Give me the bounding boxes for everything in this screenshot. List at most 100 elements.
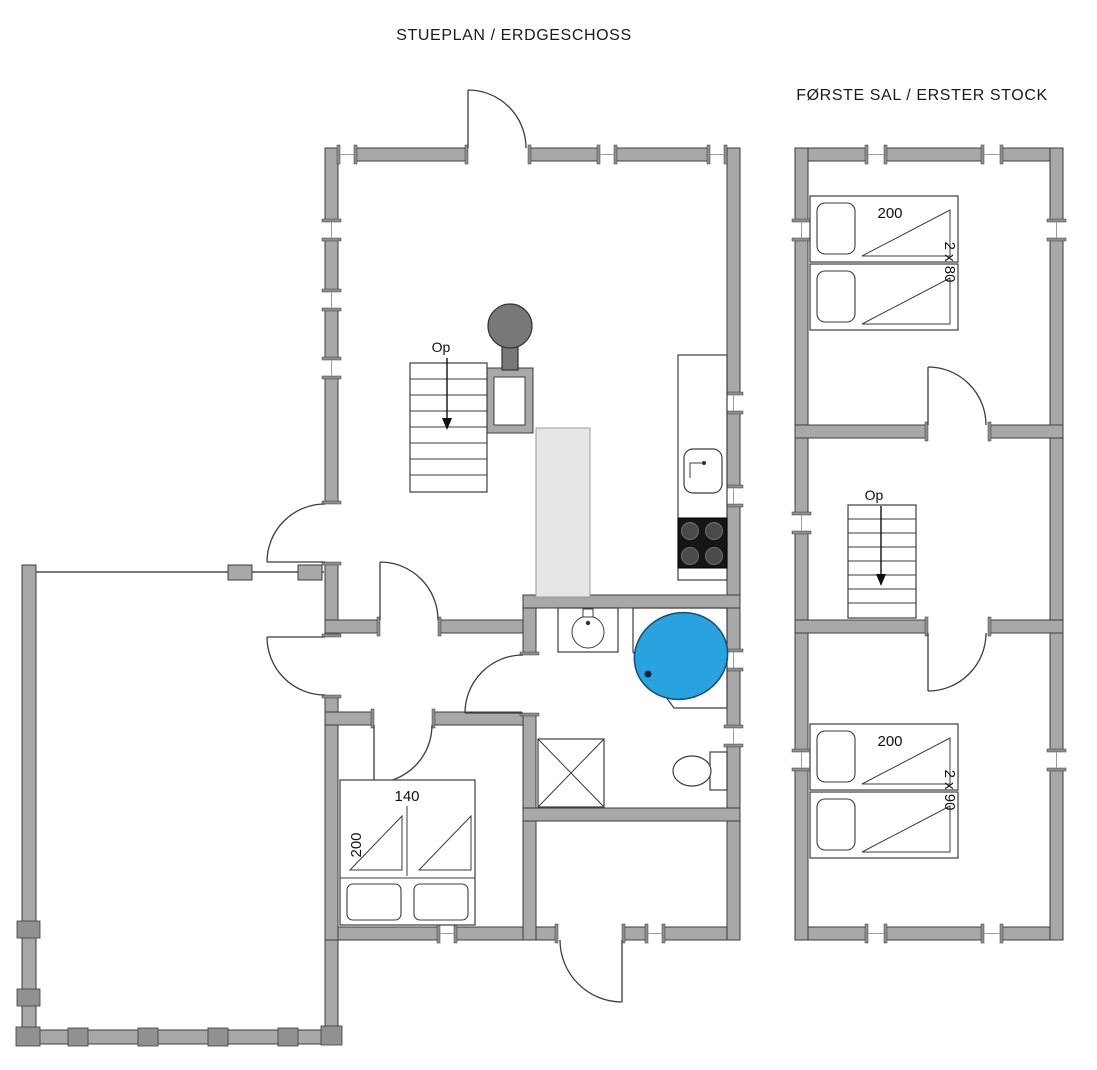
window-symbol — [321, 288, 342, 312]
window-symbol — [791, 218, 812, 242]
stairs-arrow-head — [442, 418, 452, 430]
door-opening — [554, 923, 626, 944]
stairs-arrow-head — [876, 574, 886, 586]
stove-cooktop — [677, 517, 728, 569]
tub-drain — [644, 670, 652, 678]
wall — [324, 147, 741, 162]
window-symbol — [723, 484, 744, 508]
window-symbol — [436, 923, 458, 944]
hall-door — [379, 561, 439, 621]
window-symbol — [723, 391, 744, 415]
bathtub — [632, 607, 729, 709]
pillow — [816, 202, 856, 255]
entrance-door-bottom — [559, 939, 623, 1003]
stairs-label: Op — [432, 339, 451, 355]
wall — [522, 594, 537, 941]
window-symbols — [791, 144, 1067, 944]
chimney-flue — [493, 376, 526, 426]
toilet-bowl — [672, 755, 712, 787]
first-floor-title: FØRSTE SAL / ERSTER STOCK — [796, 87, 1048, 104]
duvet-fold — [861, 209, 951, 257]
window-symbol — [321, 356, 342, 380]
door-opening — [924, 616, 992, 637]
window-symbol — [336, 144, 358, 165]
twin-beds-top: 200 2 x 80 — [809, 195, 959, 331]
doors — [266, 89, 623, 1003]
cabinet — [535, 427, 591, 598]
bed-length-label: 200 — [348, 832, 365, 857]
door-opening — [376, 616, 442, 637]
terrace-door-upper — [266, 503, 326, 563]
wall — [1049, 147, 1064, 941]
ground-floor-plan: Op — [15, 89, 744, 1047]
toilet-cistern — [709, 751, 728, 791]
door-opening — [370, 708, 436, 729]
window-symbol — [864, 923, 888, 944]
stove-body — [487, 303, 533, 349]
wall — [794, 926, 1064, 941]
window-symbol — [644, 923, 666, 944]
doors — [927, 366, 987, 692]
terrace — [15, 564, 343, 1047]
door-opening — [924, 421, 992, 442]
kitchen — [677, 354, 728, 581]
pillow — [346, 883, 402, 921]
bedroom-bottom-door — [927, 632, 987, 692]
window-symbol — [706, 144, 728, 165]
door-opening — [464, 144, 532, 165]
wall — [522, 594, 741, 609]
bathroom-door — [464, 654, 524, 714]
window-symbol — [980, 923, 1004, 944]
window-symbol — [321, 218, 342, 242]
terrace-post — [297, 564, 323, 581]
shower — [537, 738, 605, 808]
wall — [522, 807, 741, 822]
window-symbol — [791, 511, 812, 535]
terrace-door-lower — [266, 636, 326, 696]
door-openings — [321, 144, 626, 944]
ground-floor-title: STUEPLAN / ERDGESCHOSS — [396, 27, 631, 44]
stairs-label: Op — [865, 487, 884, 503]
wood-stove — [487, 303, 533, 371]
stair-steps — [410, 378, 487, 476]
bathroom — [537, 607, 729, 808]
wall — [794, 147, 809, 941]
bed-length-label: 200 — [877, 205, 902, 222]
twin-beds-bottom: 200 2 x 90 — [809, 723, 959, 859]
first-floor-plan: Op 200 2 x 80 200 2 x 90 — [791, 144, 1067, 944]
terrace-post — [227, 564, 253, 581]
pillow — [816, 730, 856, 783]
duvet-fold — [861, 737, 951, 785]
bed-width-label: 2 x 80 — [941, 242, 958, 283]
door-opening — [321, 500, 342, 566]
staircase-ground: Op — [409, 339, 488, 493]
door-opening — [519, 651, 540, 717]
wall — [794, 147, 1064, 162]
bathroom-sink — [557, 607, 619, 653]
entrance-door-top — [467, 89, 527, 149]
window-symbol — [596, 144, 618, 165]
window-symbol — [1046, 748, 1067, 772]
door-opening — [321, 633, 342, 699]
duvet-fold — [861, 277, 951, 325]
kitchen-sink — [683, 448, 723, 494]
toilet — [672, 751, 728, 791]
duvet-fold — [417, 814, 472, 871]
bedroom-top-door — [927, 366, 987, 426]
stair-steps — [848, 518, 916, 604]
duvet-fold — [348, 814, 403, 871]
window-symbol — [791, 748, 812, 772]
bed-width-label: 140 — [394, 788, 419, 805]
terrace-posts — [15, 920, 343, 1047]
bedroom-door — [373, 724, 433, 784]
wall — [21, 564, 37, 1045]
pillow — [816, 270, 856, 323]
window-symbol — [1046, 218, 1067, 242]
bed-length-label: 200 — [877, 733, 902, 750]
stove-pipe — [501, 344, 519, 371]
bed-width-label: 2 x 90 — [941, 770, 958, 811]
window-symbol — [980, 144, 1004, 165]
pillow — [413, 883, 469, 921]
